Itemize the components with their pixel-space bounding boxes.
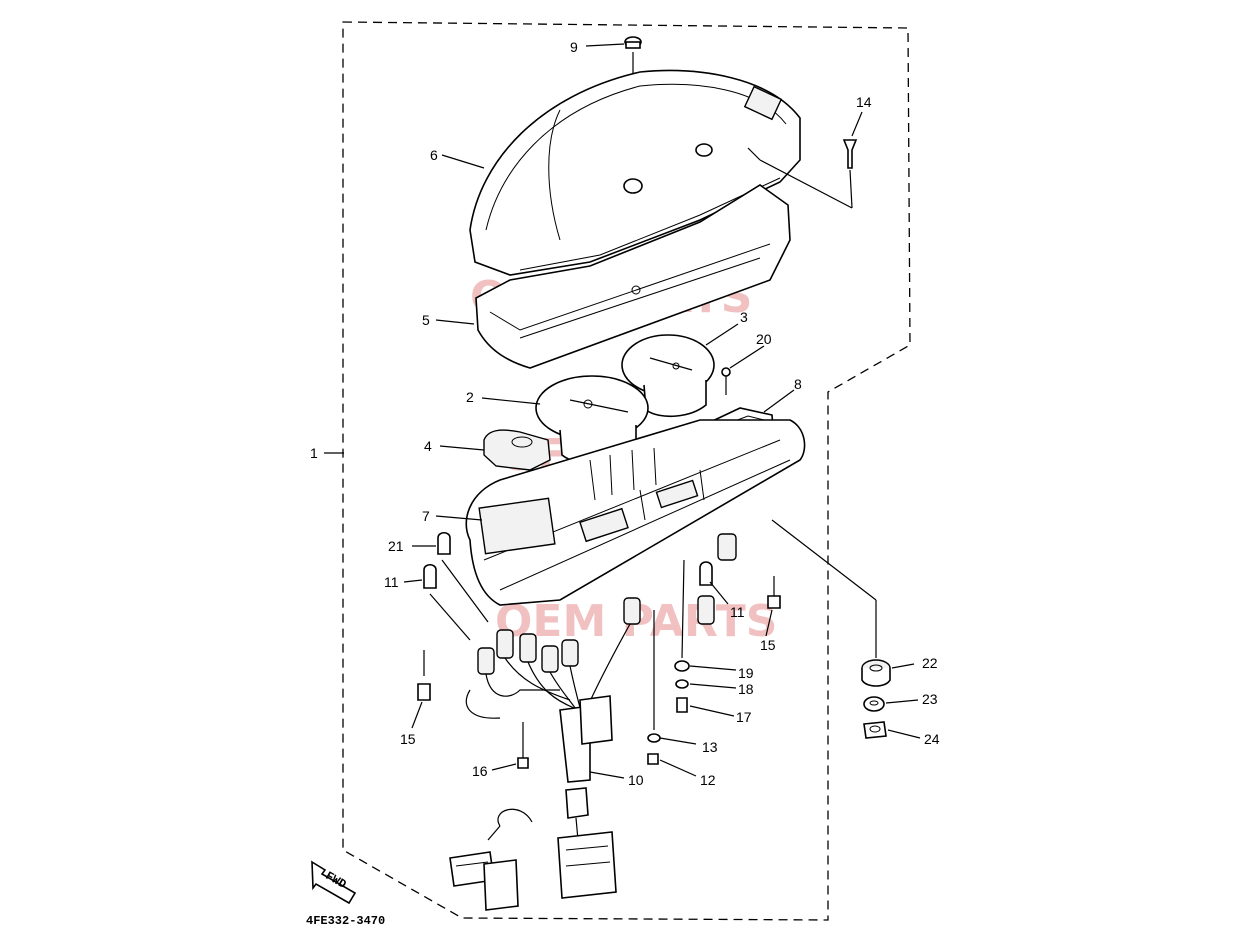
part-screw-14 [747,139,858,209]
callout-24: 24 [924,731,940,747]
fuel-gauge [483,429,551,471]
callout-7: 7 [422,508,430,524]
callout-15b: 15 [760,637,776,653]
meter-cover [469,69,801,276]
bulb-sockets [477,533,737,675]
collar-23 [863,696,885,712]
callout-14: 14 [856,94,872,110]
screw-17 [676,697,688,713]
assembly-boundary [342,21,911,921]
callout-11b: 11 [730,604,745,620]
callout-20: 20 [756,331,772,347]
speedometer [535,375,649,466]
meter-case [475,184,791,369]
tachometer [621,334,715,418]
meter-housing [465,419,806,606]
part-screw-20 [721,367,731,395]
screw-16 [517,722,529,769]
callout-9: 9 [570,39,578,55]
screw-12 [647,753,659,765]
drawing-code: 4FE332-3470 [306,914,385,928]
screw-15-left [417,650,431,701]
callout-12: 12 [700,772,716,788]
callout-15a: 15 [400,731,416,747]
callout-18: 18 [738,681,754,697]
callout-21: 21 [388,538,404,554]
callout-10: 10 [628,772,644,788]
callout-13: 13 [702,739,718,755]
bulb-11-right [699,561,713,586]
callout-1: 1 [310,445,318,461]
bulb-21 [437,531,451,555]
callout-labels: 9 14 6 5 3 20 2 8 1 4 7 21 11 11 15 15 2… [310,39,940,788]
callout-4: 4 [424,438,432,454]
washer-18 [675,679,689,689]
callout-8: 8 [794,376,802,392]
leader-lines [324,43,921,779]
callout-3: 3 [740,309,748,325]
callout-22: 22 [922,655,938,671]
callout-2: 2 [466,389,474,405]
callout-11a: 11 [384,574,399,590]
bulb-11-left [423,559,489,641]
fwd-arrow: FWD [311,860,357,905]
grommet-22 [771,519,891,687]
callout-19: 19 [738,665,754,681]
callout-5: 5 [422,312,430,328]
callout-17: 17 [736,709,752,725]
nut-24 [863,721,887,739]
screw-15-right [767,576,781,609]
callout-6: 6 [430,147,438,163]
callout-23: 23 [922,691,938,707]
washer-19 [674,559,690,672]
wire-harness [449,623,631,911]
callout-16: 16 [472,763,488,779]
